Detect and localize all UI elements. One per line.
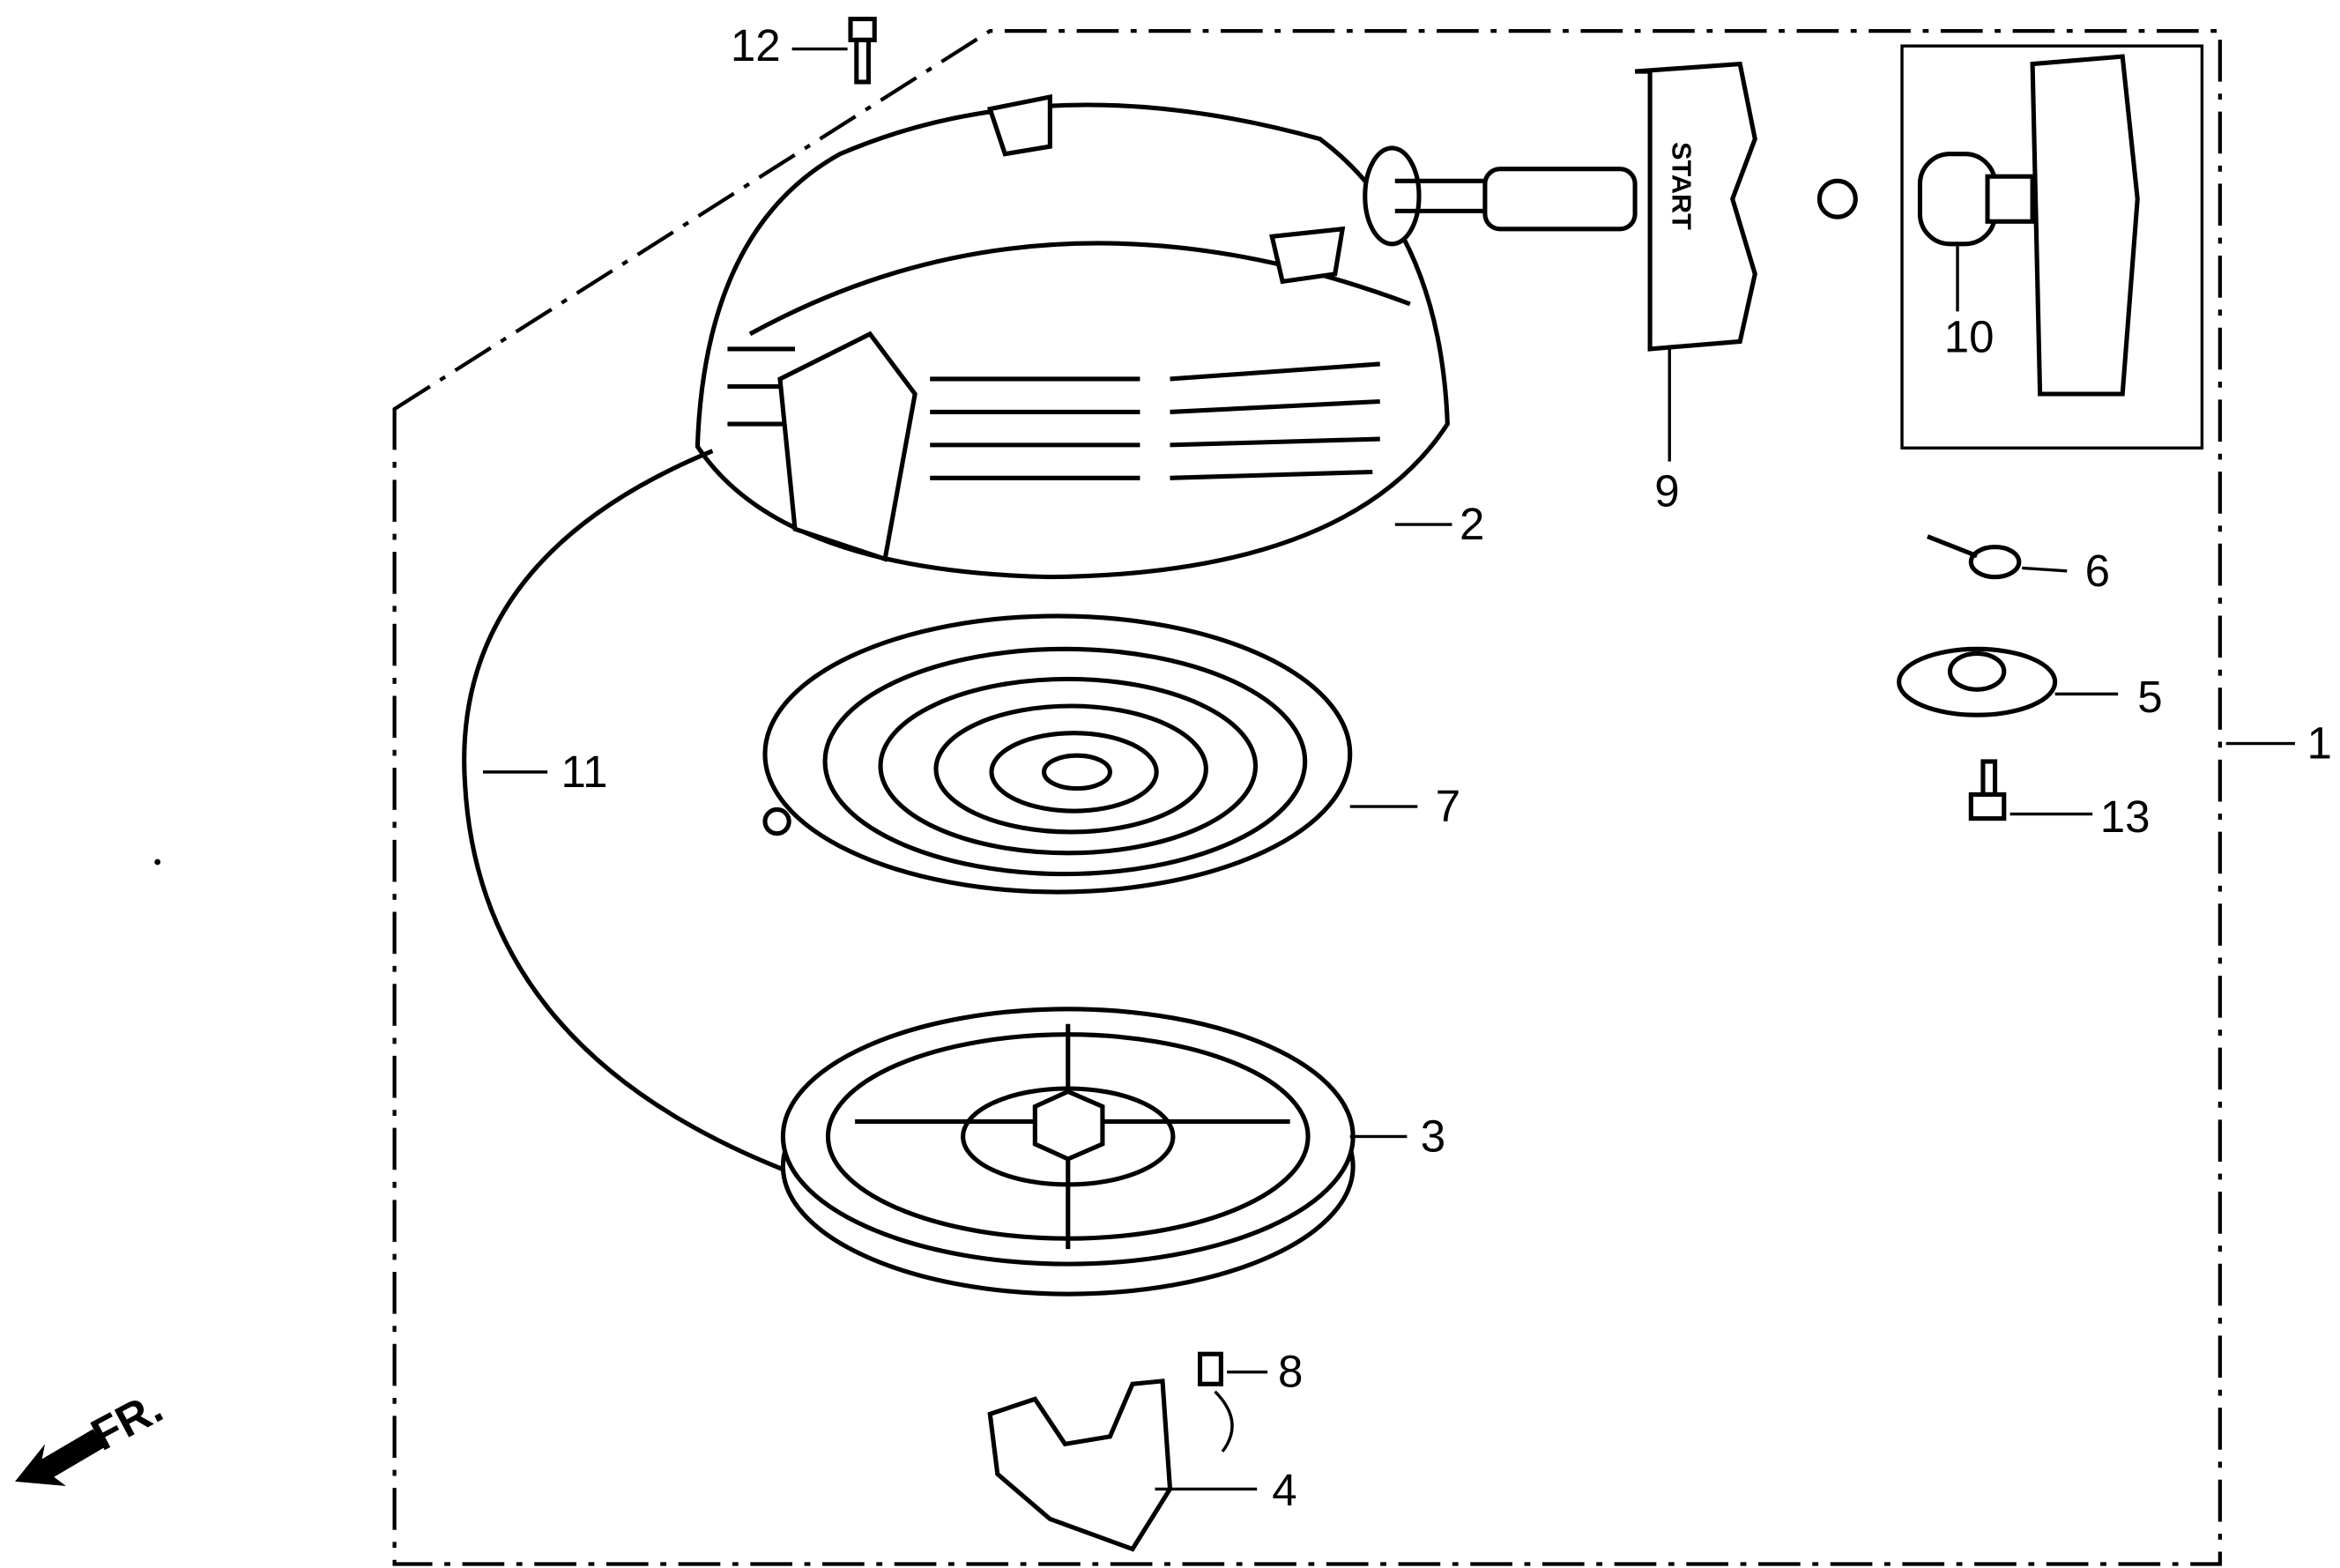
inset-box — [1900, 44, 2204, 450]
front-direction-arrow: FR. — [15, 1382, 171, 1486]
bolt-12 — [791, 16, 877, 85]
handle-start-text: START — [1667, 142, 1697, 230]
assembly-boundary — [392, 29, 2222, 1566]
callout-2: 2 — [1460, 499, 1484, 549]
spring-7 — [762, 613, 1418, 895]
callout-7: 7 — [1436, 781, 1460, 831]
bolt-13 — [1968, 759, 2093, 821]
callout-4: 4 — [1272, 1465, 1296, 1515]
spring-8 — [1197, 1351, 1268, 1453]
callout-12: 12 — [731, 20, 781, 71]
callout-8: 8 — [1278, 1347, 1303, 1397]
pulley-3 — [780, 1007, 1408, 1297]
callout-5: 5 — [2137, 672, 2162, 722]
clip-6 — [1927, 534, 2068, 580]
callout-3: 3 — [1421, 1111, 1445, 1161]
ratchet-4 — [987, 1379, 1258, 1552]
plate-5 — [1897, 646, 2119, 717]
starter-handle-10 — [1917, 54, 2140, 397]
callout-1: 1 — [2307, 718, 2332, 769]
rope-11 — [462, 449, 796, 1177]
starter-cover-2 — [695, 93, 1452, 580]
callout-13: 13 — [2100, 791, 2151, 842]
callout-9: 9 — [1654, 466, 1679, 516]
callout-10: 10 — [1944, 311, 1995, 361]
callout-6: 6 — [2085, 546, 2110, 596]
starter-handle-9: START — [1363, 61, 1858, 462]
callout-11: 11 — [561, 747, 608, 797]
